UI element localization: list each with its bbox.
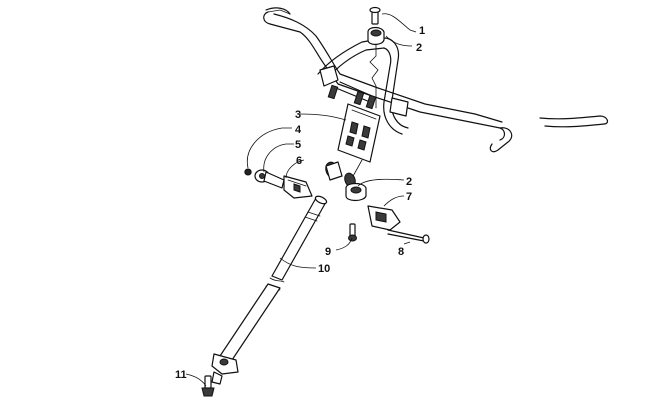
callout-6: 6 bbox=[296, 155, 302, 167]
break-line bbox=[369, 43, 379, 109]
top-bolt bbox=[369, 6, 381, 25]
assembly-axis bbox=[351, 159, 363, 179]
callout-8: 8 bbox=[398, 246, 404, 258]
callout-3: 3 bbox=[295, 109, 301, 121]
riser-plate bbox=[337, 103, 381, 163]
handlebar-brace bbox=[317, 37, 409, 135]
lower-clamp-block bbox=[283, 175, 313, 199]
handlebar bbox=[263, 7, 609, 153]
upper-cap bbox=[345, 182, 367, 202]
tie-rod-end bbox=[254, 169, 285, 189]
callout-7: 7 bbox=[406, 191, 412, 203]
callout-9: 9 bbox=[325, 246, 331, 258]
shaft-bushings bbox=[325, 161, 356, 188]
callout-4: 4 bbox=[295, 124, 302, 136]
small-bolt bbox=[348, 223, 357, 242]
callout-1: 1 bbox=[419, 25, 425, 37]
callout-labels: 1 2 3 4 5 6 2 7 9 8 10 11 bbox=[175, 25, 425, 381]
leader-lines bbox=[185, 13, 417, 387]
bottom-bolt bbox=[201, 375, 215, 397]
callout-11: 11 bbox=[175, 369, 187, 381]
nut bbox=[244, 168, 252, 176]
callout-5: 5 bbox=[295, 139, 301, 151]
callout-10: 10 bbox=[318, 263, 330, 275]
top-cap bbox=[367, 26, 385, 46]
long-bolt bbox=[387, 229, 430, 244]
callout-2-upper: 2 bbox=[416, 42, 422, 54]
steering-clamp bbox=[367, 205, 401, 231]
callout-2-lower: 2 bbox=[406, 176, 412, 188]
steering-shaft bbox=[211, 195, 328, 385]
